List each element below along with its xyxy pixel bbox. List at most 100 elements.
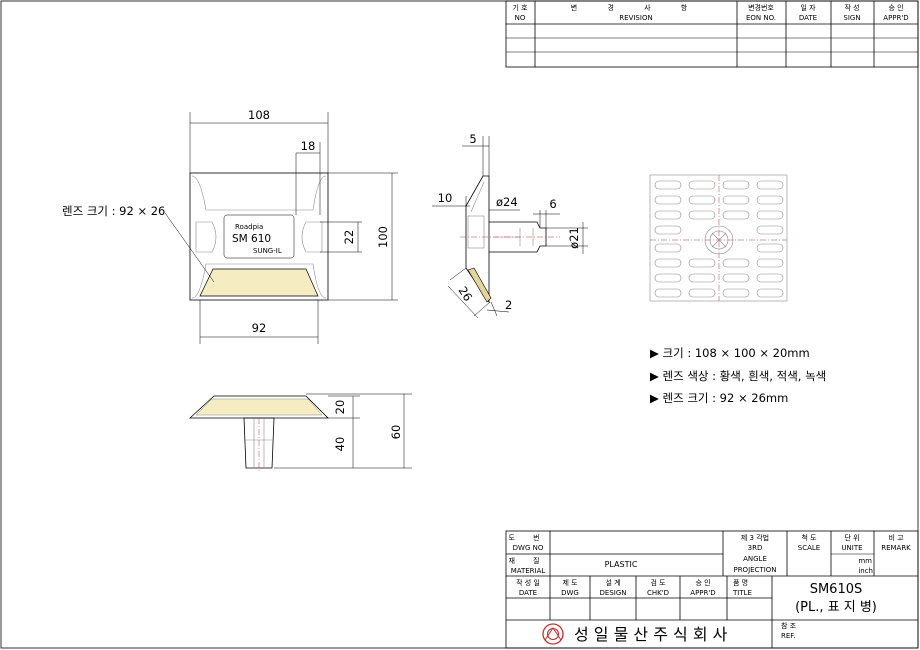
bottom-slot: [756, 180, 784, 190]
front-label-model: SM 610: [232, 233, 271, 245]
rev-no-en: NO: [515, 14, 526, 22]
tb-design-ko: 설 계: [605, 578, 620, 587]
elev-dim-total: 60: [389, 425, 403, 440]
bottom-slot: [756, 258, 784, 268]
front-label-brand: Roadpia: [235, 223, 263, 231]
tb-material-en: MATERIAL: [511, 567, 546, 575]
bottom-slot: [756, 273, 784, 283]
bottom-slot: [688, 210, 716, 220]
bottom-slot: [722, 273, 750, 283]
tb-material-value: PLASTIC: [605, 560, 638, 569]
tb-scale-en: SCALE: [798, 544, 820, 552]
elevation-view: 20 40 60: [188, 393, 412, 472]
bottom-slot: [654, 243, 682, 253]
bottom-center-circle: [704, 225, 734, 255]
rev-sign-en: SIGN: [843, 14, 860, 22]
bottom-slot: [756, 210, 784, 220]
bottom-outline: [649, 174, 788, 302]
side-dim-stem-len: 6: [549, 197, 556, 211]
spec-notes: ▶ 크기 : 108 × 100 × 20mm ▶ 렌즈 색상 : 황색, 흰색…: [650, 346, 826, 405]
tb-date-en: DATE: [519, 589, 537, 597]
side-dim-tip-dia: ø21: [567, 227, 581, 249]
side-dim-left: 10: [438, 191, 453, 205]
elev-lens: [195, 398, 323, 416]
rev-date-ko: 일 자: [800, 3, 816, 12]
tb-dwg-ko: 제 도: [562, 579, 578, 587]
bottom-slot: [722, 195, 750, 205]
rev-revision-en: REVISION: [619, 14, 652, 22]
rev-apprd-ko: 승 인: [888, 3, 903, 12]
tb-scale-ko: 척 도: [801, 534, 817, 542]
bottom-slot: [756, 288, 784, 298]
side-dim-stem-dia: ø24: [496, 195, 518, 209]
bottom-slot: [654, 258, 682, 268]
bottom-slot: [722, 180, 750, 190]
bottom-slot: [688, 195, 716, 205]
bottom-slot: [688, 180, 716, 190]
front-dim-width: 108: [248, 108, 270, 122]
tb-dwgno-en: DWG NO: [513, 544, 544, 552]
tb-dwg-en: DWG: [561, 589, 579, 597]
tb-chkd-en: CHK'D: [647, 589, 669, 597]
title-block: 도 번 DWG NO 재 질 MATERIAL PLASTIC 제 3 각법 3…: [505, 530, 919, 649]
tb-angle-ko: 제 3 각법: [741, 533, 769, 542]
tb-ref-ko: 참 조: [781, 622, 797, 630]
rev-revision-ko: 변 경 사 항: [571, 3, 701, 12]
bottom-slot: [654, 225, 682, 235]
side-lens: [467, 267, 492, 303]
elev-body: [188, 395, 329, 419]
front-lens: [199, 268, 319, 297]
front-dim-lens-height: 22: [342, 230, 356, 245]
tb-angle-en3: PROJECTION: [733, 566, 776, 574]
tb-ref-en: REF.: [781, 632, 795, 640]
elev-dim-stem: 40: [333, 437, 347, 452]
front-dim-height: 100: [376, 226, 390, 248]
front-label-box: [223, 214, 295, 259]
tb-remark-ko: 비 고: [888, 533, 904, 542]
tb-dwgno-ko: 도 번: [508, 533, 547, 542]
bottom-slots: [654, 180, 784, 298]
tb-chkd-ko: 검 도: [650, 579, 666, 587]
front-lens-callout: 렌즈 크기 : 92 × 26: [62, 204, 165, 218]
bottom-slot: [654, 195, 682, 205]
spec-line-1: ▶ 크기 : 108 × 100 × 20mm: [650, 346, 810, 360]
rev-sign-ko: 작 성: [844, 3, 859, 12]
side-dim-thick: 2: [505, 298, 512, 312]
spec-line-3: ▶ 렌즈 크기 : 92 × 26mm: [650, 391, 788, 405]
bottom-view: [649, 174, 788, 302]
tb-title-value-1: SM610S: [810, 582, 863, 597]
bottom-slot: [688, 288, 716, 298]
tb-apprd-en: APPR'D: [690, 589, 715, 597]
bottom-slot: [654, 210, 682, 220]
tb-unit-inch: inch: [858, 567, 873, 575]
tb-title-value-2: (PL., 표 지 병): [795, 600, 877, 615]
bottom-slot: [722, 210, 750, 220]
tb-apprd-ko: 승 인: [695, 578, 710, 587]
elev-dim-body: 20: [333, 400, 347, 415]
tb-title-ko: 품 명: [733, 578, 748, 587]
rev-no-ko: 기 호: [512, 3, 528, 12]
tb-company-name: 성 일 물 산 주 식 회 사: [574, 625, 728, 644]
bottom-slot: [756, 225, 784, 235]
front-view: Roadpia SM 610 SUNG-IL 108 18 100 22 92 …: [62, 108, 398, 344]
tb-unit-mm: mm: [858, 557, 872, 565]
company-logo-icon: [542, 623, 564, 645]
tb-material-ko: 재 질: [508, 557, 547, 565]
tb-remark-en: REMARK: [881, 544, 911, 552]
revision-block: 기 호 NO 변 경 사 항 REVISION 변경번호 EON NO. 일 자…: [505, 0, 919, 68]
tb-date-ko: 작 성 일: [516, 578, 540, 587]
front-body: [189, 172, 329, 301]
tb-angle-en2: ANGLE: [743, 555, 767, 563]
bottom-slot: [688, 273, 716, 283]
bottom-slot: [688, 258, 716, 268]
front-dim-lens-width: 92: [252, 321, 267, 335]
bottom-slot: [722, 288, 750, 298]
tb-angle-en1: 3RD: [748, 544, 763, 552]
bottom-slot: [654, 288, 682, 298]
rev-eon-ko: 변경번호: [748, 3, 774, 12]
tb-unit-ko: 단 위: [844, 533, 859, 542]
bottom-slot: [756, 195, 784, 205]
front-label-maker: SUNG-IL: [253, 247, 282, 255]
